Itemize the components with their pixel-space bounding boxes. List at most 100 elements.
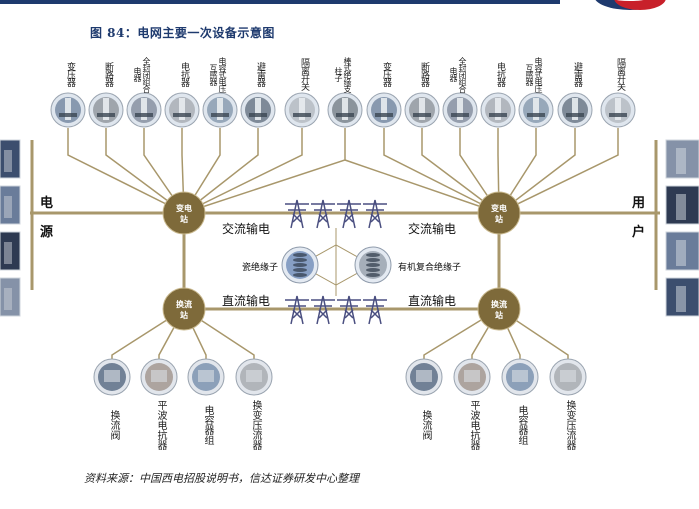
fan-line bbox=[183, 128, 221, 214]
top-equipment-label: 棒式绝缘支柱子 bbox=[334, 56, 352, 92]
user-photo bbox=[665, 185, 699, 225]
top-equipment-label: 隔离开关 bbox=[299, 58, 309, 90]
connection-lines bbox=[30, 128, 660, 360]
equipment-photo-icon bbox=[480, 92, 516, 128]
svg-text:站: 站 bbox=[495, 214, 503, 224]
top-equipment-label: 电抗器 bbox=[495, 62, 505, 86]
composite-insulator-label: 有机复合绝缘子 bbox=[398, 263, 462, 273]
dc-tower-icon bbox=[311, 295, 335, 325]
top-equipment-label: 避雷器 bbox=[572, 62, 582, 86]
fan-line bbox=[498, 128, 619, 214]
company-logo bbox=[595, 0, 666, 10]
power-source-label-1: 电 bbox=[40, 196, 54, 211]
ac-transmission-label-right: 交流输电 bbox=[408, 222, 457, 236]
top-equipment-label: 全封闭组合电器 bbox=[449, 56, 467, 92]
bottom-equipment-photo-icon bbox=[549, 358, 587, 396]
header-bar bbox=[0, 0, 560, 4]
substation-hub-left: 变电站 bbox=[162, 191, 206, 235]
bottom-equipment-photo-icon bbox=[405, 358, 443, 396]
power-source-photo bbox=[0, 231, 21, 271]
top-equipment-photos bbox=[50, 92, 636, 128]
equipment-photo-icon bbox=[518, 92, 554, 128]
ceramic-insulator-photo bbox=[281, 246, 319, 284]
fan-line bbox=[498, 128, 537, 214]
svg-text:换流: 换流 bbox=[176, 299, 192, 309]
top-equipment-label: 断路器 bbox=[419, 62, 429, 86]
fan-line bbox=[383, 128, 500, 214]
ac-tower-icon bbox=[363, 199, 387, 229]
bottom-equipment-photo-icon bbox=[501, 358, 539, 396]
bottom-fan-line bbox=[498, 308, 569, 360]
svg-text:站: 站 bbox=[495, 310, 503, 320]
top-equipment-label: 电抗器 bbox=[179, 62, 189, 86]
bottom-equipment-label: 平波电抗器 bbox=[155, 400, 166, 450]
top-equipment-label: 隔离开关 bbox=[615, 58, 625, 90]
ceramic-insulator-label: 瓷绝缘子 bbox=[242, 263, 279, 273]
equipment-photo-icon bbox=[404, 92, 440, 128]
equipment-photo-icon bbox=[126, 92, 162, 128]
fan-line bbox=[67, 128, 185, 214]
dc-tower-icon bbox=[285, 295, 309, 325]
equipment-photo-icon bbox=[327, 92, 363, 128]
fan-line bbox=[105, 128, 185, 214]
ac-tower-icon bbox=[337, 199, 361, 229]
bottom-equipment-photo-icon bbox=[235, 358, 273, 396]
svg-text:站: 站 bbox=[180, 310, 188, 320]
power-source-label-2: 源 bbox=[40, 225, 54, 240]
equipment-photo-icon bbox=[202, 92, 238, 128]
svg-text:变电: 变电 bbox=[176, 203, 192, 213]
svg-text:变电: 变电 bbox=[491, 203, 507, 213]
ac-tower-icon bbox=[285, 199, 309, 229]
top-equipment-label: 避雷器 bbox=[255, 62, 265, 86]
fan-line bbox=[183, 128, 303, 214]
top-equipment-label: 电容式电压互感器 bbox=[209, 56, 227, 92]
user-label-2: 户 bbox=[632, 225, 646, 240]
transmission-towers bbox=[285, 199, 387, 325]
power-source-photo bbox=[0, 277, 21, 317]
bottom-equipment-photo-icon bbox=[140, 358, 178, 396]
bottom-equipment-label: 换变压流器 bbox=[250, 400, 261, 450]
substation-hub-right: 变电站 bbox=[477, 191, 521, 235]
top-equipment-label: 变压器 bbox=[381, 62, 391, 86]
bottom-equipment-label: 换流阀 bbox=[108, 410, 119, 440]
fan-line bbox=[183, 128, 346, 214]
fan-line bbox=[498, 128, 576, 214]
svg-text:站: 站 bbox=[180, 214, 188, 224]
dc-transmission-label-right: 直流输电 bbox=[408, 294, 457, 308]
fan-line bbox=[344, 159, 500, 214]
bottom-fan-line bbox=[183, 308, 255, 360]
user-photo bbox=[665, 139, 699, 179]
insulator-photos bbox=[281, 246, 392, 284]
fan-line bbox=[183, 128, 259, 214]
bottom-equipment-label: 平波电抗器 bbox=[468, 400, 479, 450]
bottom-equipment-label: 电容器组 bbox=[202, 405, 213, 445]
bottom-equipment-photo-icon bbox=[187, 358, 225, 396]
bottom-equipment-photos bbox=[93, 358, 587, 396]
bottom-fan-line bbox=[423, 308, 500, 360]
equipment-photo-icon bbox=[284, 92, 320, 128]
equipment-photo-icon bbox=[164, 92, 200, 128]
ac-transmission-label-left: 交流输电 bbox=[222, 222, 271, 236]
fan-line bbox=[143, 128, 185, 214]
side-photos bbox=[0, 139, 699, 317]
svg-text:换流: 换流 bbox=[491, 299, 507, 309]
user-photo bbox=[665, 277, 699, 317]
equipment-photo-icon bbox=[442, 92, 478, 128]
bottom-equipment-photo-icon bbox=[453, 358, 491, 396]
top-equipment-label: 电容式电压互感器 bbox=[525, 56, 543, 92]
bottom-fan-line bbox=[111, 308, 185, 360]
bottom-equipment-label: 电容器组 bbox=[516, 405, 527, 445]
fan-line bbox=[459, 128, 500, 214]
equipment-photo-icon bbox=[600, 92, 636, 128]
ac-tower-icon bbox=[311, 199, 335, 229]
fan-line bbox=[421, 128, 500, 214]
top-equipment-label: 全封闭组合电器 bbox=[133, 56, 151, 92]
dc-transmission-label-left: 直流输电 bbox=[222, 294, 271, 308]
converter-hub-right: 换流站 bbox=[477, 287, 521, 331]
bottom-equipment-label: 换变压流器 bbox=[564, 400, 575, 450]
bottom-equipment-label: 换流阀 bbox=[420, 410, 431, 440]
equipment-photo-icon bbox=[88, 92, 124, 128]
power-source-photo bbox=[0, 139, 21, 179]
